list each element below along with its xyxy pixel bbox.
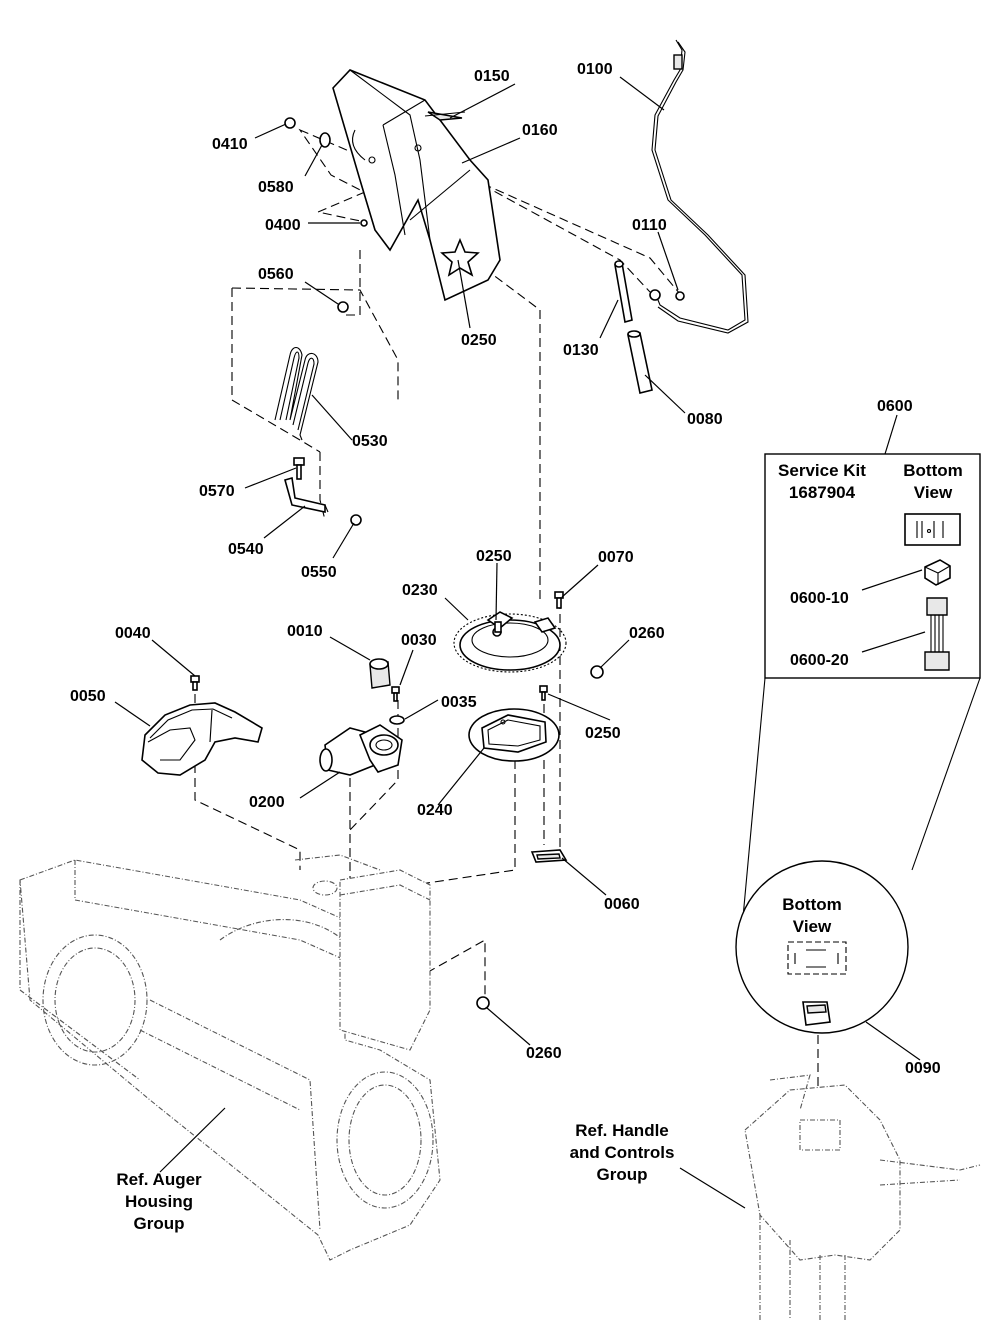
bolt-part-0250-top xyxy=(494,621,502,633)
detail-circle-text: Bottom View xyxy=(782,895,841,936)
detail-bottom-view-line1: Bottom xyxy=(782,895,841,914)
label-0260-top: 0260 xyxy=(629,625,665,642)
label-0200: 0200 xyxy=(249,794,285,811)
label-0600-10: 0600-10 xyxy=(790,590,849,607)
ref-handle-line1: Ref. Handle xyxy=(575,1121,669,1140)
spring-part-0530 xyxy=(274,346,319,441)
label-0130: 0130 xyxy=(563,342,599,359)
deflector-part-0150 xyxy=(424,111,466,121)
ring-gear-part-0230 xyxy=(453,611,567,673)
reference-text: Ref. Auger Housing Group Ref. Handle and… xyxy=(116,1121,674,1233)
service-kit-box xyxy=(764,453,981,679)
label-0240: 0240 xyxy=(417,802,453,819)
label-0600-20: 0600-20 xyxy=(790,652,849,669)
bolt-part-0570 xyxy=(293,457,305,480)
label-0400: 0400 xyxy=(265,217,301,234)
washer-part-0035 xyxy=(389,715,405,725)
nut-part-0260-top xyxy=(590,665,604,679)
ref-auger-line2: Housing xyxy=(125,1192,193,1211)
auger-housing-reference-drawing xyxy=(19,854,441,1261)
service-kit-text: Service Kit 1687904 Bottom View xyxy=(778,461,963,502)
handle-controls-reference-drawing xyxy=(744,1074,981,1320)
label-0540: 0540 xyxy=(228,541,264,558)
label-0110: 0110 xyxy=(632,217,667,234)
label-0030: 0030 xyxy=(401,632,437,649)
label-0230: 0230 xyxy=(402,582,438,599)
nut-part-0560 xyxy=(337,301,349,313)
stop-part-0060 xyxy=(530,849,568,863)
bolt-part-0250-bottom xyxy=(539,685,548,701)
screw-part-0030 xyxy=(391,686,400,702)
cable-part-0100 xyxy=(649,39,749,334)
plate-part-0240 xyxy=(468,708,560,762)
label-0090: 0090 xyxy=(905,1060,941,1077)
service-kit-number: 1687904 xyxy=(789,483,856,502)
bracket-part-0540 xyxy=(284,476,329,513)
label-0600: 0600 xyxy=(877,398,913,415)
label-0570: 0570 xyxy=(199,483,235,500)
label-0550: 0550 xyxy=(301,564,337,581)
bolt-part-0070 xyxy=(554,591,564,609)
label-0530: 0530 xyxy=(352,433,388,450)
screw-part-0040 xyxy=(190,675,200,691)
label-0010: 0010 xyxy=(287,623,323,640)
rod-part-0130 xyxy=(614,260,633,324)
detail-bottom-view-line2: View xyxy=(793,917,832,936)
part-labels: 0150 0100 0160 0410 0580 0400 0110 0560 … xyxy=(70,61,941,1077)
label-0250-plate: 0250 xyxy=(585,725,621,742)
ref-handle-line2: and Controls xyxy=(570,1143,675,1162)
label-0080: 0080 xyxy=(687,411,723,428)
leader-lines xyxy=(114,76,926,1209)
nut-part-0260-bottom xyxy=(476,996,490,1010)
label-0560: 0560 xyxy=(258,266,294,283)
detail-circle xyxy=(735,677,981,1034)
label-0160: 0160 xyxy=(522,122,558,139)
label-0035: 0035 xyxy=(441,694,477,711)
label-0050: 0050 xyxy=(70,688,106,705)
label-0250-chute: 0250 xyxy=(461,332,497,349)
cover-part-0050 xyxy=(141,702,263,776)
label-0260-bottom: 0260 xyxy=(526,1045,562,1062)
motor-part-0200 xyxy=(319,724,403,776)
ref-auger-line1: Ref. Auger xyxy=(116,1170,202,1189)
ref-handle-line3: Group xyxy=(597,1165,648,1184)
label-0150: 0150 xyxy=(474,68,510,85)
kit-bottom-view-line2: View xyxy=(914,483,953,502)
label-0040: 0040 xyxy=(115,625,151,642)
ref-auger-line3: Group xyxy=(134,1214,185,1233)
label-0410: 0410 xyxy=(212,136,248,153)
service-kit-title: Service Kit xyxy=(778,461,866,480)
bolt-part-0400 xyxy=(360,219,368,227)
nut-part-0410 xyxy=(284,117,296,129)
pinion-gear-part-0010 xyxy=(369,658,391,689)
label-0100: 0100 xyxy=(577,61,613,78)
wire-harness-icon xyxy=(926,597,948,616)
label-0060: 0060 xyxy=(604,896,640,913)
nut-part-0550 xyxy=(350,514,362,526)
rod-part-0080 xyxy=(627,330,653,394)
washer-part-0580 xyxy=(319,132,331,148)
label-0580: 0580 xyxy=(258,179,294,196)
kit-bottom-view-line1: Bottom xyxy=(903,461,962,480)
label-0070: 0070 xyxy=(598,549,634,566)
label-0250-ring: 0250 xyxy=(476,548,512,565)
